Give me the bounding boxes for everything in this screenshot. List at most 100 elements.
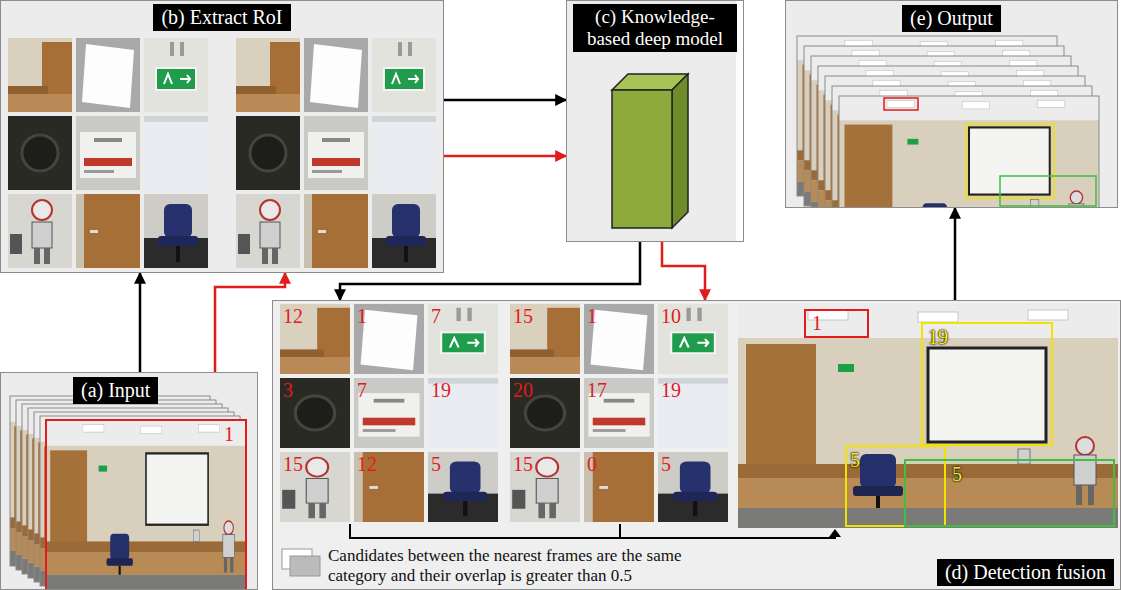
panel-title: (c) Knowledge- based deep model [573, 4, 737, 52]
output-frames [966, 124, 1054, 198]
roi-thumbnails [8, 38, 436, 268]
panel-ground [566, 0, 736, 242]
fusion-thumbnails [354, 304, 424, 374]
callout-number: 7 [357, 380, 367, 400]
roi-thumbnails [8, 194, 72, 268]
panel-ground [272, 300, 1121, 590]
legend-text: Candidates between the nearest frames ar… [328, 546, 728, 585]
fusion-thumbnails [510, 304, 580, 374]
panel-title: (e) Output [902, 5, 1001, 32]
callout-number: 1 [587, 306, 597, 326]
fusion-thumbnails [428, 452, 498, 522]
fusion-thumbnails [280, 378, 350, 448]
panel-ground [0, 372, 258, 590]
roi-thumbnails [236, 194, 300, 268]
input-frames [46, 420, 246, 590]
callout-number: 15 [513, 454, 533, 474]
callout-number: 10 [661, 306, 681, 326]
output-frames [1000, 176, 1096, 206]
callout-number: 5 [661, 454, 671, 474]
roi-thumbnails [76, 194, 140, 268]
roi-thumbnails [8, 38, 72, 112]
roi-thumbnails [76, 38, 140, 112]
deep-model-cube [612, 90, 672, 228]
fusion-thumbnails [510, 378, 580, 448]
callout-number: 20 [513, 380, 533, 400]
output-frames [839, 96, 1099, 207]
panel-title: (a) Input [73, 377, 158, 404]
roi-thumbnails [144, 38, 208, 112]
panel: (c) Knowledge- based deep model [566, 0, 744, 242]
flow-arrow [340, 242, 640, 300]
legend-item: Candidates between the nearest frames ar… [328, 546, 728, 585]
panel: (e) Output [785, 0, 1118, 208]
callout-number: 15 [283, 454, 303, 474]
deep-model-cube [672, 74, 688, 228]
callout-number: 1 [812, 313, 822, 333]
callout-number: 0 [587, 454, 597, 474]
roi-thumbnails [304, 38, 368, 112]
fusion-thumbnails [584, 378, 654, 448]
roi-thumbnails [304, 194, 368, 268]
fusion-thumbnails [428, 304, 498, 374]
panel: (b) Extract RoI [0, 0, 444, 273]
deep-model-cube [612, 74, 688, 228]
fusion-thumbnails [658, 452, 728, 522]
roi-thumbnails [76, 116, 140, 190]
fusion-thumbnails [584, 452, 654, 522]
panel-ground [0, 0, 444, 273]
connectors [140, 100, 955, 372]
fusion-photo [805, 310, 868, 337]
flow-arrow [662, 242, 705, 300]
fusion-photo [738, 304, 1118, 528]
roi-thumbnails [372, 116, 436, 190]
callout-number: 1 [357, 306, 367, 326]
panel-title: (b) Extract RoI [153, 4, 290, 31]
fusion-thumbnails [510, 452, 580, 522]
fusion-photo [922, 323, 1052, 445]
callout-number: 5 [431, 454, 441, 474]
fusion-thumbnails [428, 378, 498, 448]
roi-thumbnails [372, 194, 436, 268]
legend-words: Candidates between the nearest frames ar… [328, 546, 682, 585]
input-frames [10, 396, 246, 590]
fusion-thumbnails [584, 304, 654, 374]
fusion-bracket [829, 529, 841, 537]
legend-symbol [282, 549, 320, 576]
output-frames [884, 98, 918, 110]
roi-thumbnails [372, 38, 436, 112]
roi-thumbnails [8, 116, 72, 190]
input-frames [46, 420, 246, 590]
callout-number: 12 [283, 306, 303, 326]
callout-number: 19 [431, 380, 451, 400]
output-frames [797, 36, 1099, 207]
fusion-photo [738, 304, 1118, 528]
fusion-photo [905, 460, 1114, 526]
legend-symbol [290, 556, 320, 576]
callout-number: 17 [587, 380, 607, 400]
fusion-thumbnails [280, 304, 350, 374]
callout-number: 7 [431, 306, 441, 326]
callout-number: 19 [928, 327, 948, 347]
flow-arrow [444, 155, 566, 158]
output-frames [839, 96, 1099, 207]
fusion-thumbnails [280, 304, 728, 522]
roi-thumbnails [236, 38, 300, 112]
callout-number: 3 [283, 380, 293, 400]
callout-number: 1 [224, 424, 234, 444]
flow-arrow [954, 208, 957, 300]
flow-arrow [139, 273, 142, 372]
callout-number: 19 [661, 380, 681, 400]
callout-number: 15 [513, 306, 533, 326]
callout-number: 12 [357, 454, 377, 474]
fusion-thumbnails [658, 304, 728, 374]
roi-thumbnails [304, 116, 368, 190]
fusion-thumbnails [658, 378, 728, 448]
flow-arrow [215, 273, 285, 372]
roi-thumbnails [236, 116, 300, 190]
roi-thumbnails [144, 116, 208, 190]
fusion-bracket [350, 524, 841, 538]
